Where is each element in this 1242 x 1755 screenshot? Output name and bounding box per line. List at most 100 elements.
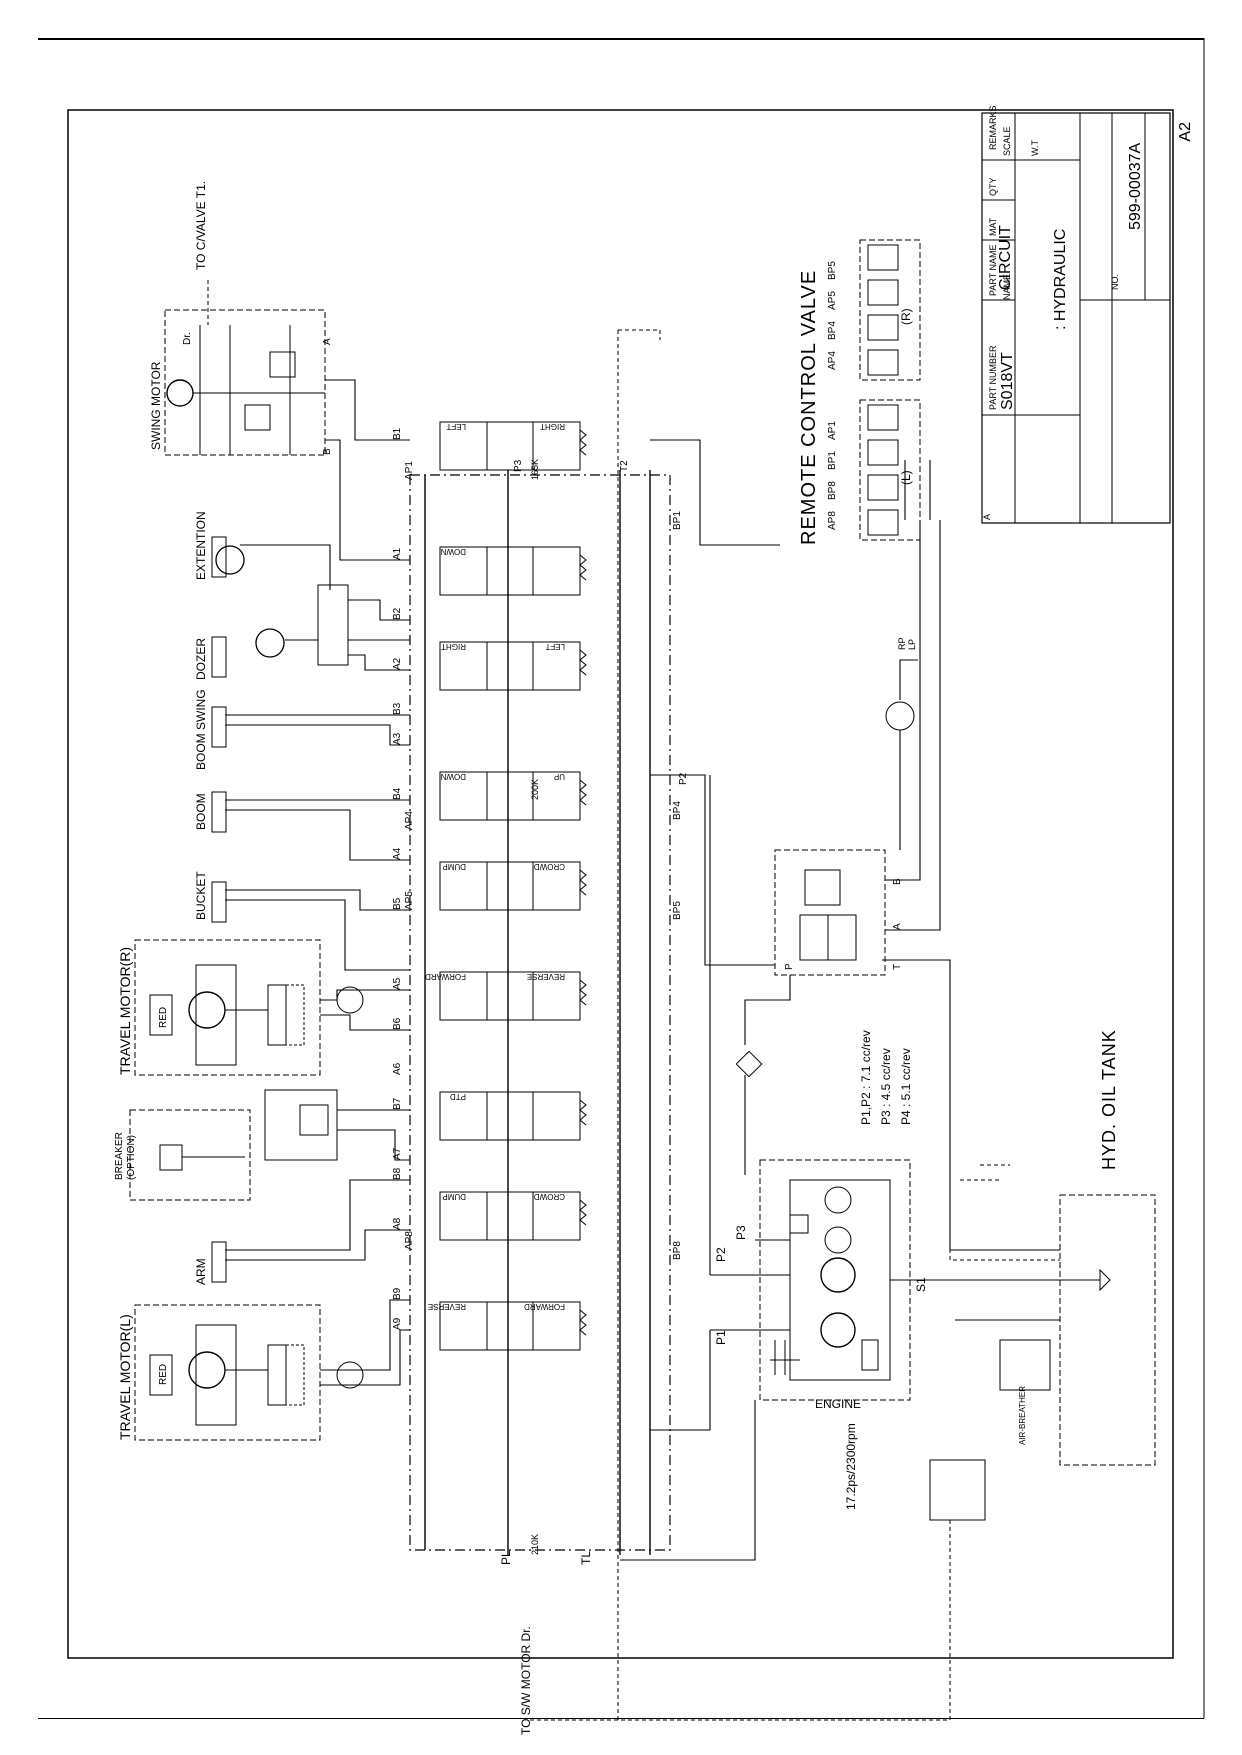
- dozer-label: DOZER: [194, 638, 208, 680]
- swing-port-a: A: [322, 338, 333, 345]
- title-block: [981, 112, 1171, 524]
- spool-label: RIGHT: [540, 422, 565, 431]
- pilot-cartridge: [867, 279, 899, 306]
- scale-label: SCALE: [1002, 126, 1012, 156]
- valve-port-label: AP8: [404, 1231, 415, 1250]
- boom-swing-label: BOOM SWING: [194, 689, 208, 770]
- arm-label: ARM: [194, 1258, 208, 1285]
- valve-port-label: AP4: [404, 811, 415, 830]
- boom-label: BOOM: [194, 793, 208, 830]
- mat-label: MAT: [988, 217, 998, 236]
- valve-port-label: B3: [392, 702, 403, 715]
- lp-label: LP: [907, 639, 917, 650]
- pilot-lines: [650, 439, 951, 1250]
- rcv-port-label: AP5: [827, 291, 838, 310]
- return-filter: [929, 1459, 986, 1521]
- spool-spring: [579, 869, 587, 896]
- valve-galleries: [424, 470, 651, 1555]
- pump-s1-label: S1: [914, 1277, 928, 1292]
- rcv-side-mark: (L): [899, 470, 913, 485]
- air-breather: [999, 1339, 1051, 1391]
- valve-port-labels: A1B1A2B2A3B3A4B4A5B5A6B6A7B7A8B8A9B9AP1B…: [392, 427, 683, 1330]
- valve-port-label: B1: [392, 427, 403, 440]
- spool-section: [439, 861, 581, 911]
- gallery-t2: T2: [619, 460, 630, 472]
- bottom-border-line: [38, 1718, 1204, 1719]
- pilot-cartridge: [867, 439, 899, 466]
- breaker-label: BREAKER: [114, 1132, 125, 1180]
- spool-section: [439, 1091, 581, 1141]
- cylinder: [211, 791, 227, 833]
- valve-port-label: B8: [392, 1167, 403, 1180]
- hydraulic-title: : HYDRAULIC: [1052, 229, 1069, 330]
- valve-port-label: BP8: [672, 1241, 683, 1260]
- breaker-option-label: (OPTION): [126, 1135, 137, 1180]
- pump-spec-p1p2: P1,P2 : 7.1 cc/rev: [859, 1030, 873, 1125]
- main-control-valve-outline: [409, 474, 671, 1551]
- travel-motor-r: [134, 939, 364, 1076]
- valve-port-label: BP4: [672, 801, 683, 820]
- valve-port-label: A3: [392, 732, 403, 745]
- pump-p3-label: P3: [734, 1225, 748, 1240]
- breaker: [129, 1089, 338, 1201]
- selector-port-t: T: [892, 964, 903, 970]
- spool-label: LEFT: [545, 642, 565, 651]
- spool-label: DOWN: [440, 547, 466, 556]
- cylinders: [211, 536, 227, 1283]
- valve-port-label: A1: [392, 547, 403, 560]
- drawing-frame: [67, 109, 1174, 1659]
- relief-210k: 210K: [530, 1534, 540, 1555]
- travel-l-red: RED: [158, 1364, 169, 1385]
- spool-label: LEFT: [446, 422, 466, 431]
- cylinder: [211, 536, 227, 578]
- pump-assembly: [735, 1050, 911, 1401]
- gallery-p2: P2: [678, 772, 689, 785]
- spool-label: RIGHT: [441, 642, 466, 651]
- rcv-port-label: BP1: [827, 451, 838, 470]
- part-number-label: PART NUMBER: [988, 345, 998, 410]
- valve-port-label: A2: [392, 657, 403, 670]
- valve-port-label: BP1: [672, 511, 683, 530]
- spool-label: CROWD: [534, 862, 565, 871]
- pilot-cartridge: [867, 349, 899, 376]
- valve-port-label: B2: [392, 607, 403, 620]
- spool-section: [439, 546, 581, 596]
- valve-port-label: A6: [392, 1062, 403, 1075]
- swing-dr-label: Dr.: [182, 332, 193, 345]
- relief-165k: 165K: [530, 459, 540, 480]
- gallery-tl: TL: [579, 1551, 593, 1565]
- spool-spring: [579, 1309, 587, 1336]
- travel-r-red: RED: [158, 1007, 169, 1028]
- top-border-line: [38, 38, 1204, 40]
- extention-label: EXTENTION: [194, 511, 208, 580]
- spool-label: REVERSE: [527, 972, 565, 981]
- spool-section: [439, 641, 581, 691]
- pump-p2-label: P2: [714, 1247, 728, 1262]
- pilot-cartridge: [867, 244, 899, 271]
- spool-label: FORWARD: [425, 972, 466, 981]
- valve-port-label: A8: [392, 1217, 403, 1230]
- swing-motor-label: SWING MOTOR: [149, 361, 163, 450]
- valve-port-label: B6: [392, 1017, 403, 1030]
- wt-label: W.T: [1030, 140, 1040, 156]
- rcv-port-label: AP8: [827, 511, 838, 530]
- swing-motor: [164, 280, 326, 456]
- spool-spring: [579, 554, 587, 581]
- dozer-motor-symbol: [255, 628, 285, 658]
- bucket-label: BUCKET: [194, 871, 208, 920]
- sheet-size: A2: [1177, 122, 1194, 142]
- cylinder: [211, 636, 227, 678]
- spool-label: UP: [554, 772, 565, 781]
- spool-label: PTD: [450, 1092, 466, 1101]
- valve-port-label: AP1: [404, 461, 415, 480]
- spool-label: CROWD: [534, 1192, 565, 1201]
- valve-port-label: A4: [392, 847, 403, 860]
- selector-port-p: P: [784, 963, 795, 970]
- spool-spring: [579, 649, 587, 676]
- spool-label: DUMP: [442, 862, 466, 871]
- rcv-port-label: BP8: [827, 481, 838, 500]
- spool-label: DUMP: [442, 1192, 466, 1201]
